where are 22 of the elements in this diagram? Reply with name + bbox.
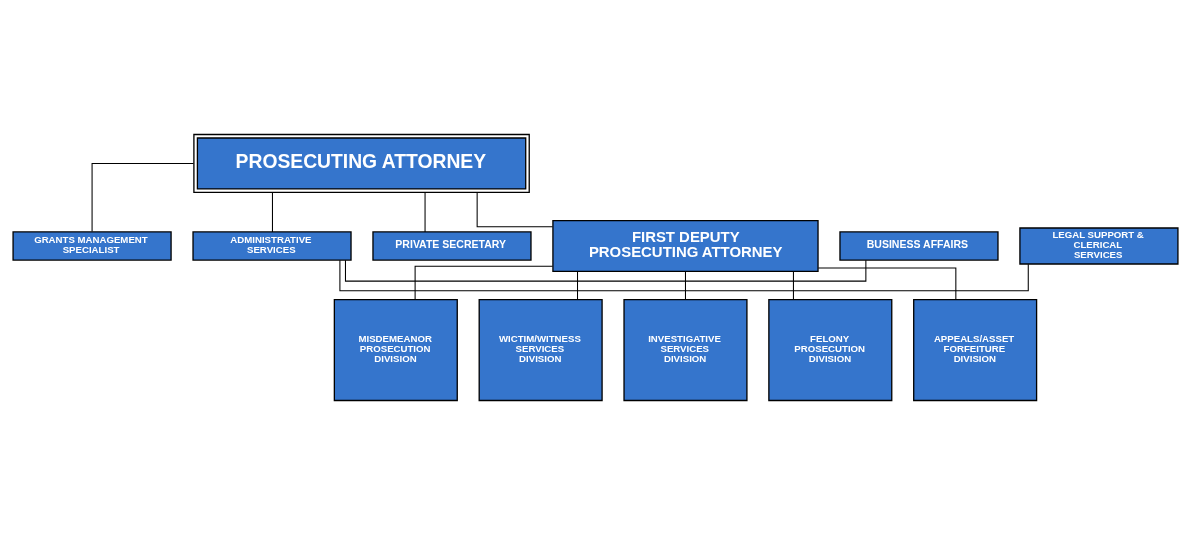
- node-box: WICTIM/WITNESS SERVICES DIVISION: [478, 298, 603, 401]
- node-box: LEGAL SUPPORT & CLERICAL SERVICES: [1019, 226, 1179, 265]
- connector: [339, 259, 1029, 291]
- node-box: PRIVATE SECRETARY: [372, 230, 532, 261]
- node-box: FELONY PROSECUTION DIVISION: [768, 298, 893, 401]
- connector: [476, 191, 554, 227]
- connector: [792, 270, 794, 300]
- connector: [344, 259, 867, 282]
- connector: [424, 191, 426, 232]
- node-box: ADMINISTRATIVE SERVICES: [192, 230, 352, 261]
- connector: [91, 162, 195, 232]
- connector: [271, 191, 273, 232]
- node-box: BUSINESS AFFAIRS: [839, 230, 999, 261]
- connector: [576, 270, 579, 300]
- connector: [684, 270, 686, 300]
- connector: [414, 265, 554, 300]
- node-box: GRANTS MANAGEMENT SPECIALIST: [12, 230, 172, 261]
- connector: [817, 266, 957, 300]
- node-box: FIRST DEPUTY PROSECUTING ATTORNEY: [552, 219, 819, 272]
- node-box: MISDEMEANOR PROSECUTION DIVISION: [333, 298, 458, 401]
- node-box: INVESTIGATIVE SERVICES DIVISION: [623, 298, 748, 401]
- node-box: APPEALS/ASSET FORFEITURE DIVISION: [913, 298, 1038, 401]
